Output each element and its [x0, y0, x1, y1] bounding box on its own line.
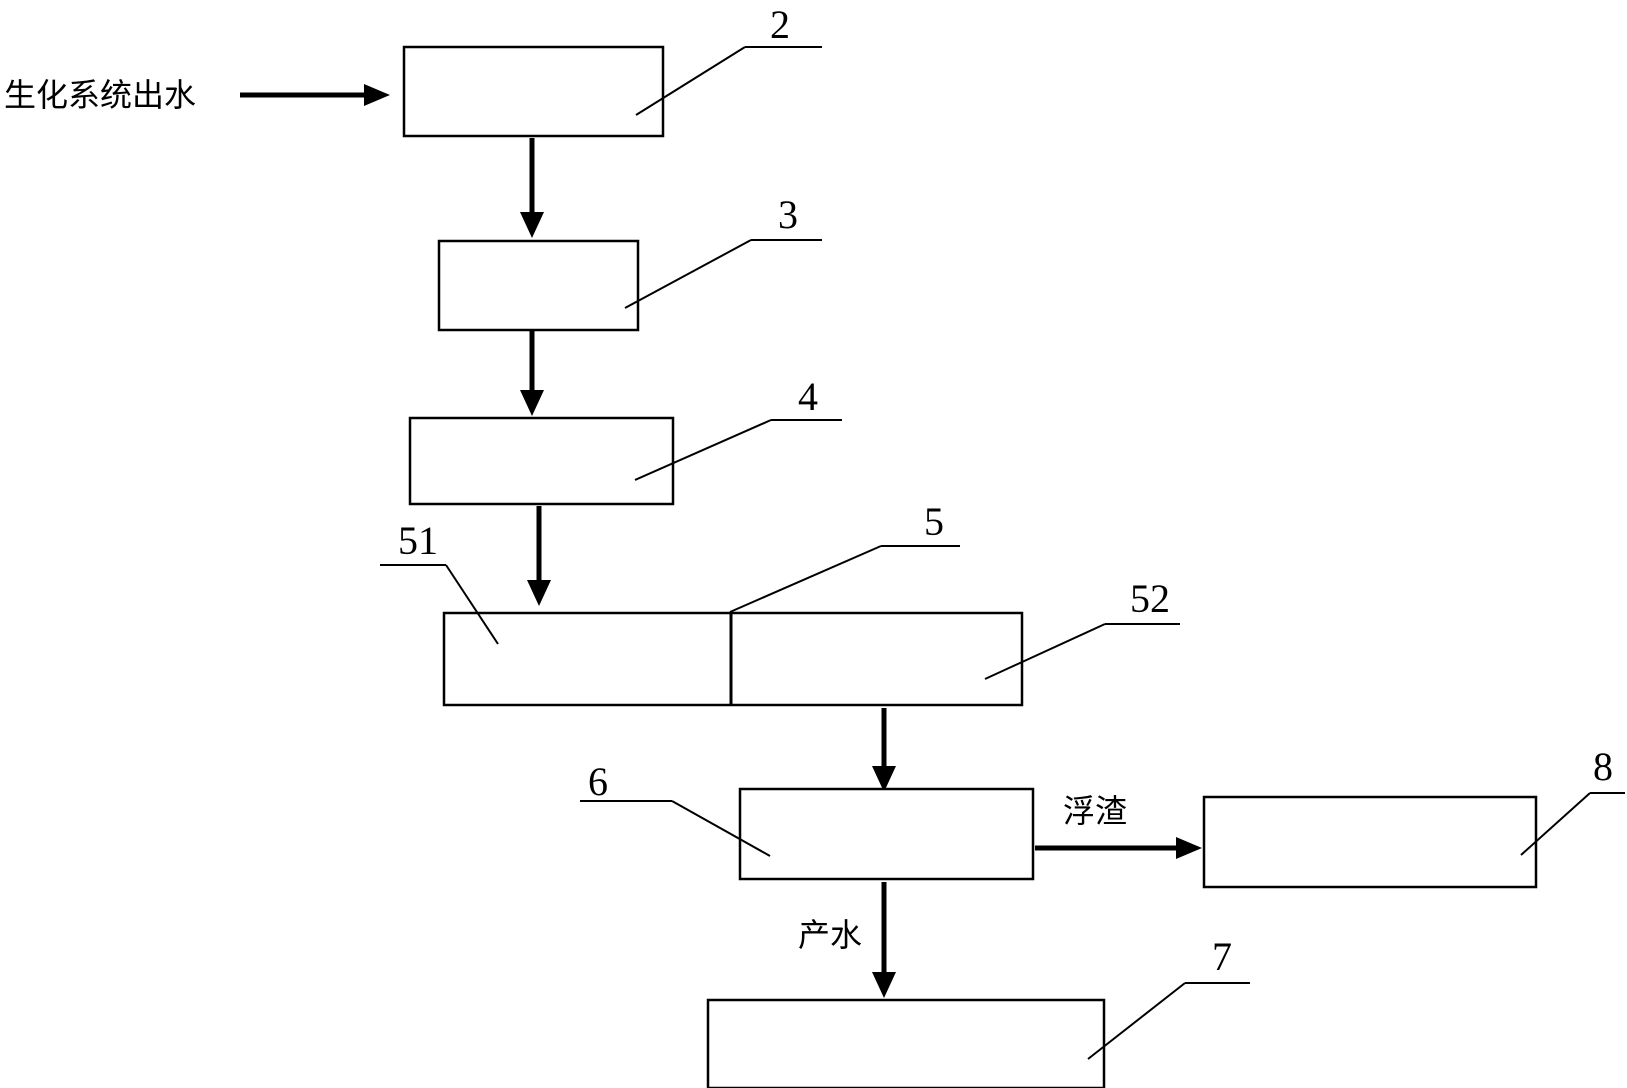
arrow-2-to-3	[520, 138, 544, 238]
flow-label-product-water: 产水	[798, 916, 862, 954]
input-label: 生化系统出水	[4, 76, 196, 114]
ref-number-5: 5	[924, 499, 944, 544]
leader-line-5	[729, 545, 882, 613]
unit-8-box	[1202, 795, 1538, 889]
arrow-4-to-5	[527, 506, 551, 606]
leader-line-51	[445, 564, 499, 645]
ref-number-4: 4	[798, 374, 818, 419]
arrow-6-to-7	[872, 882, 896, 998]
ref-number-52: 52	[1130, 576, 1170, 621]
arrow-5-to-6	[872, 708, 896, 792]
unit-2-box	[402, 45, 665, 138]
leader-line-8	[1520, 792, 1591, 856]
unit-4-box	[408, 416, 675, 506]
arrow-3-to-4	[520, 330, 544, 416]
unit-6-box	[738, 787, 1035, 881]
leader-line-7	[1087, 982, 1186, 1060]
leader-line-3	[624, 239, 752, 309]
leader-line-52	[984, 623, 1106, 680]
leader-line-4	[634, 419, 772, 481]
ref-number-6: 6	[588, 759, 608, 804]
ref-number-51: 51	[398, 518, 438, 563]
ref-number-7: 7	[1212, 934, 1232, 979]
flow-label-scum: 浮渣	[1063, 792, 1127, 830]
arrow-6-to-8	[1035, 837, 1202, 859]
unit-3-box	[437, 239, 640, 332]
input-arrow	[240, 84, 390, 106]
ref-number-2: 2	[770, 2, 790, 47]
unit-7-box	[706, 998, 1106, 1088]
ref-number-3: 3	[778, 192, 798, 237]
unit-5-box	[442, 611, 1024, 707]
ref-number-8: 8	[1593, 744, 1613, 789]
leader-line-6	[671, 800, 771, 857]
leader-line-2	[635, 46, 746, 116]
